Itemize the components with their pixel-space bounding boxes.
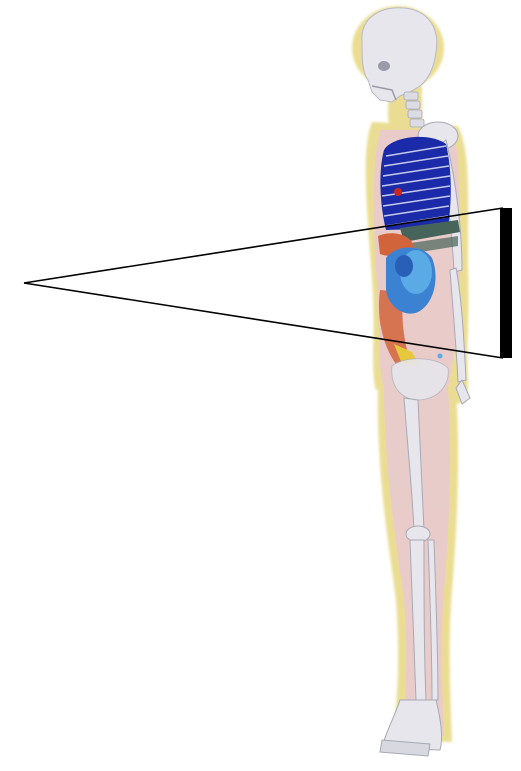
heart <box>394 188 402 196</box>
small-organ-dot <box>438 354 443 359</box>
skull <box>362 8 437 102</box>
detector-panel <box>500 208 512 358</box>
lungs <box>380 137 450 230</box>
kidney-left <box>395 255 413 277</box>
